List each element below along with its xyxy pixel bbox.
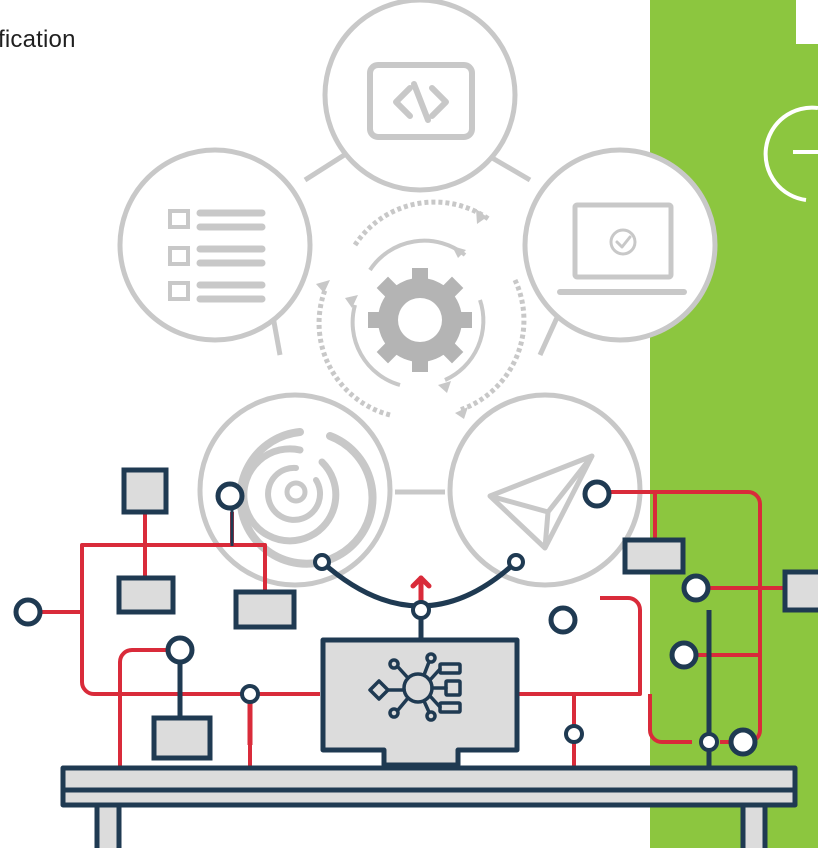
- code-brackets-icon: [367, 62, 475, 140]
- caption-text: fication: [0, 26, 76, 53]
- component-boxes: [116, 467, 818, 761]
- desk: [60, 765, 798, 848]
- gear-cycle-icon: [316, 199, 527, 419]
- green-side-panel: [650, 0, 818, 848]
- node-circles: [13, 479, 758, 757]
- radar-rings-icon: [236, 428, 377, 568]
- paper-plane-icon: [487, 453, 595, 551]
- up-arrow-icon: [410, 575, 432, 606]
- circle-left: [117, 147, 313, 343]
- corner-white-box: [796, 0, 818, 44]
- circle-outline-icon: [763, 105, 818, 202]
- network-hub-icon: [368, 652, 462, 722]
- checklist-icon: [168, 209, 190, 301]
- laptop-check-icon: [557, 202, 687, 295]
